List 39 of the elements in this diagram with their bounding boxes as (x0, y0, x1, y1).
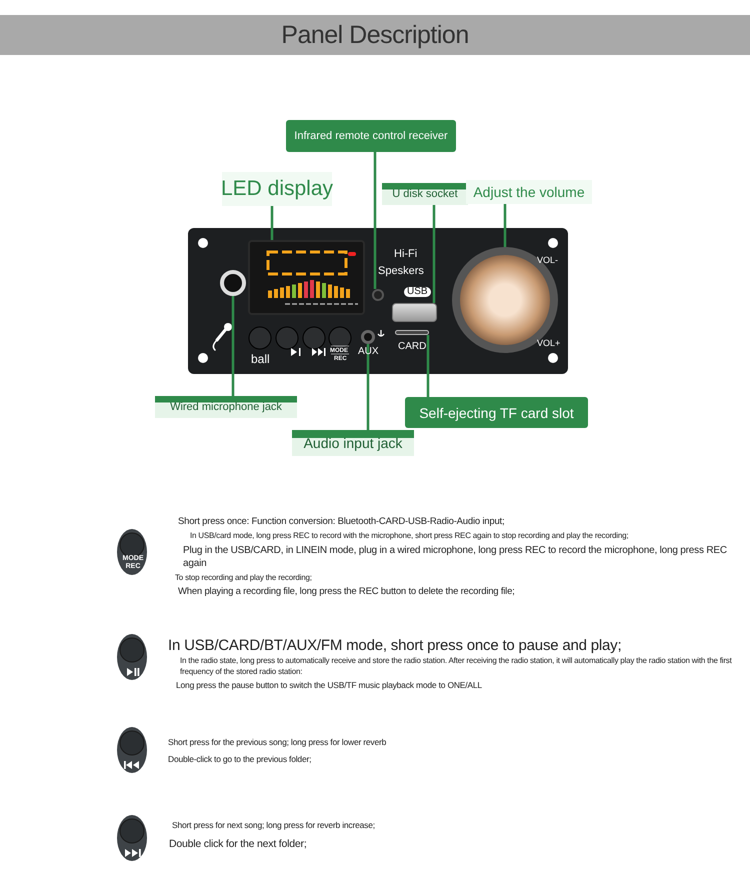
description-text: Plug in the USB/CARD, in LINEIN mode, plug in a wired microphone, long press REC to record the microphone, long press REC again (183, 544, 728, 572)
tf-card-slot (395, 330, 429, 335)
panel-label: USB (404, 287, 431, 297)
callout-text: Self-ejecting TF card slot (419, 404, 574, 420)
panel-label: Speskers (378, 266, 424, 277)
description-text: Double-click to go to the previous folder; (168, 754, 312, 766)
callout-text: Infrared remote control receiver (294, 130, 448, 142)
leader-line (374, 152, 376, 289)
panel-label: VOL+ (537, 339, 560, 348)
callout-text: U disk socket (392, 188, 458, 200)
leader-line (432, 205, 436, 303)
leader-line (426, 335, 430, 397)
title: Panel Description (281, 20, 469, 50)
description-text: Short press for next song; long press for reverb increase; (172, 820, 376, 832)
callout-text: LED display (220, 177, 334, 201)
description-text: To stop recording and play the recording; (175, 572, 313, 584)
panel-label: Hi-Fi (394, 249, 418, 260)
callout-text: Wired microphone jack (170, 401, 282, 413)
description-text: Short press for the previous song; long press for lower reverb (168, 737, 388, 749)
panel-label: VOL- (537, 256, 558, 265)
usb-socket (392, 303, 437, 322)
description-text: When playing a recording file, long press the REC button to delete the recording file; (178, 586, 516, 600)
callout-label (286, 120, 456, 152)
leader-line (270, 206, 274, 240)
leader-line (366, 344, 370, 430)
panel-label: AUX (358, 347, 379, 357)
description-text: Short press once: Function conversion: Bluetooth-CARD-USB-Radio-Audio input; (178, 516, 506, 529)
leader-line (232, 296, 234, 396)
description-text: In USB/CARD/BT/AUX/FM mode, short press once to pause and play; (168, 636, 622, 656)
panel-label: ball (251, 353, 270, 365)
description-text: In the radio state, long press to automatically receive and store the radio station. After receiving the radio station, it will automatically play the radio station with the first frequency of the stored radio station: (180, 656, 733, 678)
callout-text: Adjust the volume (473, 184, 585, 200)
callout-text: Audio input jack (304, 435, 402, 451)
panel-label: CARD (398, 342, 426, 352)
description-text: In USB/card mode, long press REC to record with the microphone, short press REC again to stop recording and play the recording; (190, 530, 630, 542)
description-text: Double click for the next folder; (169, 837, 308, 852)
description-text: Long press the pause button to switch the USB/TF music playback mode to ONE/ALL (176, 680, 483, 692)
callout-label (405, 397, 588, 428)
leader-line (504, 204, 506, 247)
